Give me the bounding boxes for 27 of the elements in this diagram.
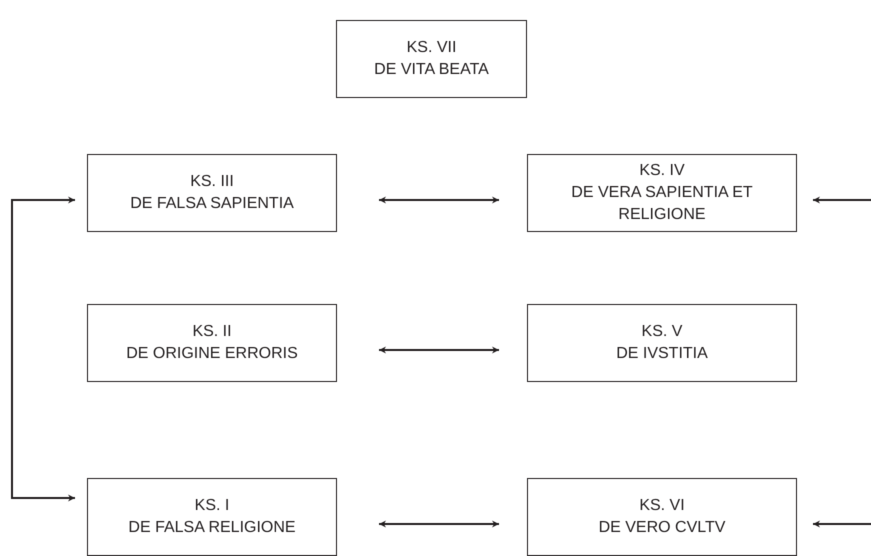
box-text: DE FALSA RELIGIONE (127, 518, 297, 538)
box-text: DE VITA BEATA (373, 60, 490, 80)
process-box (87, 154, 337, 232)
box-text: DE VERA SAPIENTIA ET RELIGIONE (570, 183, 754, 225)
box-heading: KS. IV (638, 161, 686, 181)
box-heading: KS. II (191, 322, 233, 342)
box-heading: KS. VII (406, 38, 458, 58)
box-text: DE IVSTITIA (615, 344, 709, 364)
process-box (87, 304, 337, 382)
arrow (813, 196, 871, 204)
arrow (813, 520, 871, 528)
box-heading: KS. III (189, 172, 235, 192)
box-text: DE ORIGINE ERRORIS (125, 344, 299, 364)
box-text: DE FALSA SAPIENTIA (129, 194, 295, 214)
arrow (379, 520, 499, 528)
arrow (379, 346, 499, 354)
process-box (336, 20, 527, 98)
box-heading: KS. I (194, 496, 230, 516)
arrow (379, 196, 499, 204)
process-box (87, 478, 337, 556)
arrow (11, 196, 75, 502)
box-heading: KS. VI (638, 496, 686, 516)
box-text: DE VERO CVLTV (598, 518, 726, 538)
box-heading: KS. V (640, 322, 684, 342)
process-box (527, 478, 797, 556)
process-box (527, 154, 797, 232)
process-box (527, 304, 797, 382)
